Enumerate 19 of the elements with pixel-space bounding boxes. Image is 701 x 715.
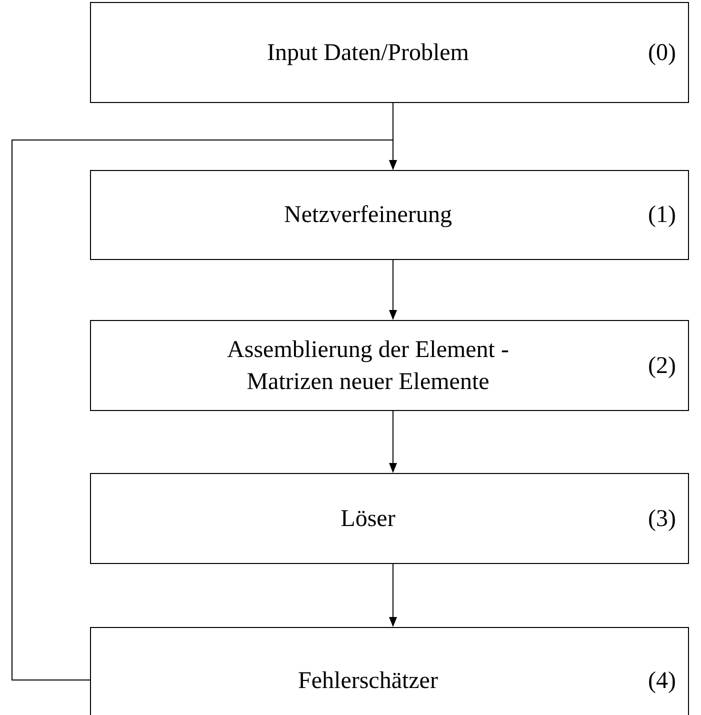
box-label: Fehlerschätzer <box>297 667 439 696</box>
arrow <box>389 260 397 320</box>
step-number: (3) <box>648 504 676 534</box>
step-number: (2) <box>648 352 676 380</box>
step-number: (4) <box>648 667 676 696</box>
step-number: (0) <box>648 38 676 68</box>
step-number: (1) <box>648 201 676 230</box>
arrow <box>389 410 397 473</box>
arrow <box>389 564 397 627</box>
box-label: Löser <box>340 504 396 534</box>
process-box <box>90 473 689 564</box>
box-label: Netzverfeinerung <box>283 201 453 230</box>
process-box <box>90 2 689 103</box>
box-label: Input Daten/Problem <box>266 38 470 68</box>
box-label: Assemblierung der Element - Matrizen neuer Elemente <box>226 336 510 396</box>
arrow <box>12 140 397 680</box>
process-box <box>90 170 689 260</box>
process-box <box>90 320 689 411</box>
process-box <box>90 627 689 715</box>
